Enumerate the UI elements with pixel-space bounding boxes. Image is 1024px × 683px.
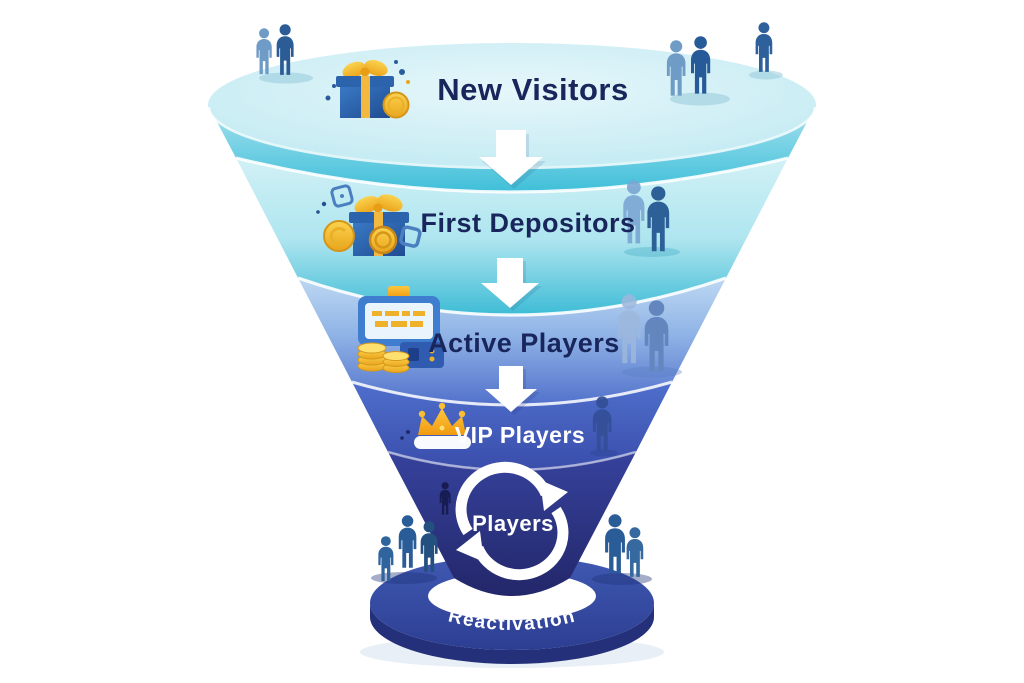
crown-gem bbox=[439, 425, 445, 431]
confetti-dot bbox=[406, 430, 410, 434]
ring-side bbox=[370, 603, 654, 664]
coin-stack-icon bbox=[382, 351, 410, 373]
slot-cabinet-dot bbox=[429, 356, 435, 362]
confetti-dot bbox=[400, 436, 404, 440]
cycle-arrowhead bbox=[456, 531, 484, 562]
slot-screen-text bbox=[372, 311, 425, 327]
coin-inner-ring bbox=[374, 231, 392, 249]
gift-bow bbox=[342, 61, 366, 79]
down-arrow-icon bbox=[481, 258, 539, 308]
crown-body bbox=[418, 408, 466, 435]
cycle-arrowhead bbox=[540, 480, 568, 511]
slot-cabinet-dot bbox=[429, 348, 435, 354]
person-shadow bbox=[259, 72, 313, 84]
person-silhouette bbox=[256, 28, 272, 75]
gift-bow-knot bbox=[360, 67, 370, 77]
gift-bow bbox=[364, 59, 388, 77]
stage-divider bbox=[297, 276, 727, 317]
coin-symbol bbox=[329, 227, 347, 246]
crown-tip bbox=[438, 402, 446, 410]
person-shadow bbox=[622, 366, 682, 378]
crown-tip bbox=[418, 410, 426, 418]
chip-icon bbox=[399, 225, 422, 248]
confetti-dot bbox=[321, 201, 327, 207]
coin-icon bbox=[323, 220, 355, 252]
gift-bow bbox=[354, 196, 380, 214]
confetti-dot bbox=[406, 80, 410, 84]
down-arrow-icon bbox=[485, 366, 537, 412]
connector-arrows bbox=[479, 130, 546, 415]
cycle-arc bbox=[472, 506, 569, 581]
stage-label-vip-players: VIP Players bbox=[455, 422, 585, 448]
coin-icon bbox=[382, 91, 410, 119]
gift-box-coins-dice-icon bbox=[316, 184, 422, 256]
person-shadow bbox=[592, 573, 652, 585]
coin-inner-ring bbox=[387, 96, 405, 114]
confetti-dot bbox=[394, 60, 398, 64]
funnel-stage-band-new-visitors bbox=[208, 105, 816, 192]
stage-label-players: Players bbox=[472, 511, 554, 536]
gift-bow bbox=[377, 194, 403, 212]
crown-base bbox=[414, 436, 471, 449]
stage-label-first-depositors: First Depositors bbox=[420, 208, 635, 238]
people-silhouettes bbox=[256, 22, 783, 585]
gift-bow-knot bbox=[373, 203, 383, 213]
funnel-stage-band-players bbox=[388, 452, 636, 596]
gift-box-coins-icon bbox=[325, 59, 410, 119]
crown-tip bbox=[458, 410, 466, 418]
cycle-arrows-icon bbox=[455, 461, 569, 581]
person-silhouette bbox=[626, 527, 644, 577]
slot-cabinet-panel bbox=[408, 348, 419, 361]
person-silhouette bbox=[755, 22, 773, 72]
dice-icon bbox=[330, 184, 354, 208]
cycle-arc bbox=[455, 461, 552, 536]
person-shadow bbox=[624, 247, 680, 257]
person-silhouette bbox=[398, 515, 417, 568]
confetti-dot bbox=[399, 69, 405, 75]
person-silhouette bbox=[605, 514, 625, 574]
person-shadow bbox=[670, 92, 730, 106]
confetti-dot bbox=[316, 210, 320, 214]
coin-icon bbox=[368, 225, 398, 255]
confetti-dot bbox=[332, 84, 336, 88]
person-shadow bbox=[749, 70, 783, 80]
slot-machine-coins-icon bbox=[357, 286, 444, 373]
stage-divider bbox=[235, 156, 789, 194]
stage-label-active-players: Active Players bbox=[428, 328, 620, 358]
crown-icon bbox=[400, 402, 471, 449]
stage-label-new-visitors: New Visitors bbox=[437, 72, 629, 107]
person-shadow bbox=[371, 572, 437, 584]
slot-top-light bbox=[388, 286, 410, 298]
gift-ribbon bbox=[361, 76, 370, 118]
coin-stack-icon bbox=[357, 342, 387, 372]
confetti-dot bbox=[325, 95, 331, 101]
down-arrow-icon bbox=[479, 130, 543, 185]
